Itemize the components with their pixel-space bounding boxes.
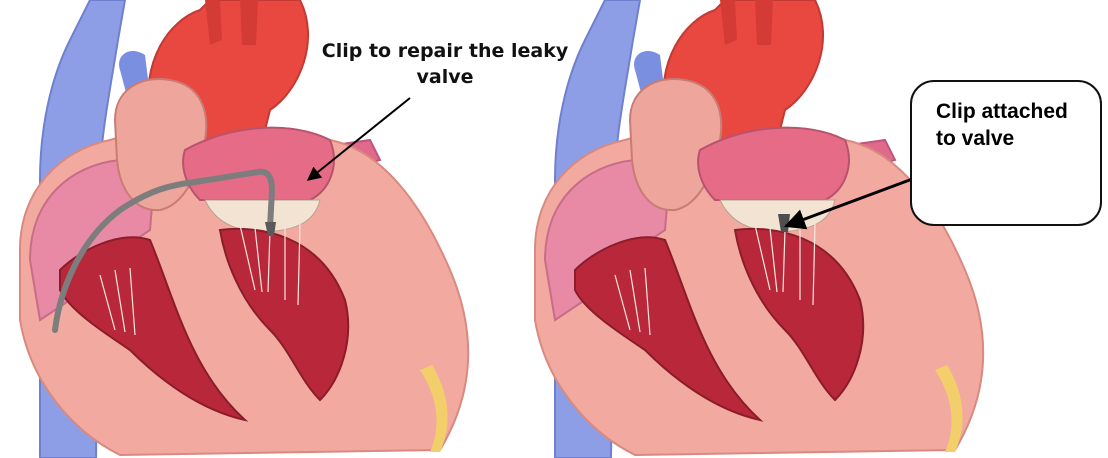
left-annotation-label: Clip to repair the leaky valve bbox=[320, 38, 570, 90]
heart-right bbox=[535, 0, 983, 458]
right-callout-box: Clip attached to valve bbox=[910, 80, 1102, 226]
right-callout-text: Clip attached to valve bbox=[936, 98, 1086, 152]
